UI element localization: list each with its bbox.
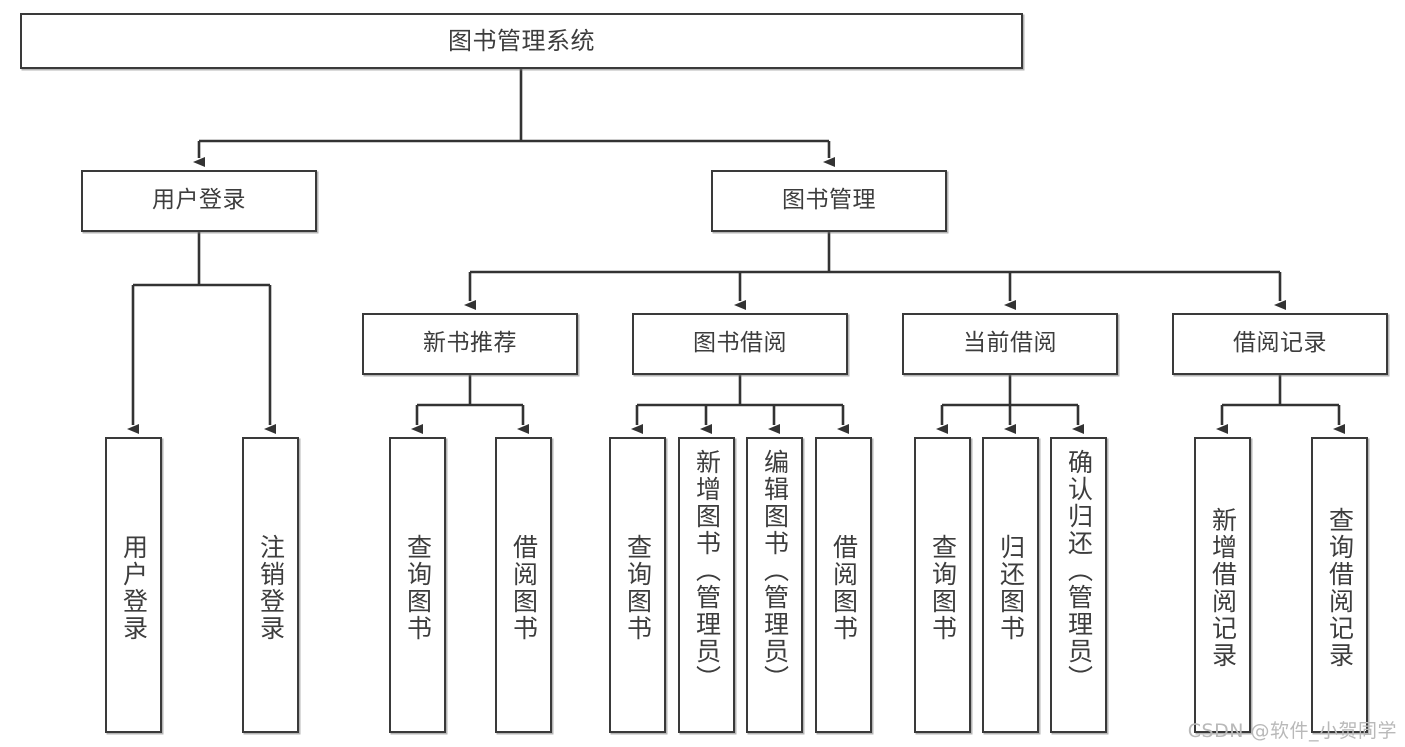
- leaf-current-borrow-query-book[interactable]: 查询图书: [914, 437, 971, 733]
- node-label: 查询借阅记录: [1325, 507, 1355, 669]
- leaf-inner: 借阅图书: [497, 445, 550, 731]
- node-book-management[interactable]: 图书管理: [711, 170, 947, 232]
- node-root-book-management-system[interactable]: 图书管理系统: [20, 13, 1023, 69]
- leaf-inner: 新增借阅记录: [1196, 445, 1249, 731]
- node-label: 用户登录: [152, 187, 246, 214]
- node-label: 归还图书: [996, 534, 1026, 642]
- leaf-inner: 新增图书（管理员）: [680, 445, 733, 735]
- leaf-user-login-login[interactable]: 用户登录: [105, 437, 162, 733]
- leaf-borrow-record-add-record[interactable]: 新增借阅记录: [1194, 437, 1251, 733]
- leaf-user-login-logout[interactable]: 注销登录: [242, 437, 299, 733]
- node-label: 查询图书: [403, 534, 433, 642]
- node-label: 新增借阅记录: [1208, 507, 1238, 669]
- leaf-book-borrow-edit-book-admin[interactable]: 编辑图书（管理员）: [746, 437, 803, 733]
- leaf-inner: 查询图书: [391, 445, 444, 731]
- leaf-inner: 确认归还（管理员）: [1052, 445, 1105, 735]
- node-label: 用户登录: [119, 534, 149, 642]
- node-new-book-recommend[interactable]: 新书推荐: [362, 313, 578, 375]
- leaf-inner: 查询图书: [916, 445, 969, 731]
- leaf-inner: 查询图书: [611, 445, 664, 731]
- node-label: 图书借阅: [693, 330, 787, 357]
- leaf-inner: 注销登录: [244, 445, 297, 731]
- leaf-new-book-query-book[interactable]: 查询图书: [389, 437, 446, 733]
- leaf-borrow-record-query-record[interactable]: 查询借阅记录: [1311, 437, 1368, 733]
- watermark-text: CSDN @软件_小贺同学: [1187, 720, 1397, 742]
- node-label: 新增图书（管理员）: [692, 449, 722, 692]
- leaf-new-book-borrow-book[interactable]: 借阅图书: [495, 437, 552, 733]
- leaf-book-borrow-query-book[interactable]: 查询图书: [609, 437, 666, 733]
- leaf-inner: 查询借阅记录: [1313, 445, 1366, 731]
- node-label: 注销登录: [256, 534, 286, 642]
- leaf-book-borrow-borrow-book[interactable]: 借阅图书: [815, 437, 872, 733]
- node-book-borrow[interactable]: 图书借阅: [632, 313, 848, 375]
- leaf-current-borrow-return-book[interactable]: 归还图书: [982, 437, 1039, 733]
- leaf-inner: 归还图书: [984, 445, 1037, 731]
- node-current-borrow[interactable]: 当前借阅: [902, 313, 1118, 375]
- node-label: 借阅记录: [1233, 330, 1327, 357]
- leaf-current-borrow-confirm-return-admin[interactable]: 确认归还（管理员）: [1050, 437, 1107, 733]
- node-label: 查询图书: [623, 534, 653, 642]
- node-label: 图书管理: [782, 187, 876, 214]
- node-label: 确认归还（管理员）: [1064, 449, 1094, 692]
- node-borrow-record[interactable]: 借阅记录: [1172, 313, 1388, 375]
- node-label: 新书推荐: [423, 330, 517, 357]
- node-label: 查询图书: [928, 534, 958, 642]
- node-label: 当前借阅: [963, 330, 1057, 357]
- node-label: 借阅图书: [829, 534, 859, 642]
- leaf-inner: 借阅图书: [817, 445, 870, 731]
- node-label: 图书管理系统: [448, 26, 595, 55]
- leaf-book-borrow-add-book-admin[interactable]: 新增图书（管理员）: [678, 437, 735, 733]
- node-label: 编辑图书（管理员）: [760, 449, 790, 692]
- node-user-login[interactable]: 用户登录: [81, 170, 317, 232]
- leaf-inner: 用户登录: [107, 445, 160, 731]
- leaf-inner: 编辑图书（管理员）: [748, 445, 801, 735]
- node-label: 借阅图书: [509, 534, 539, 642]
